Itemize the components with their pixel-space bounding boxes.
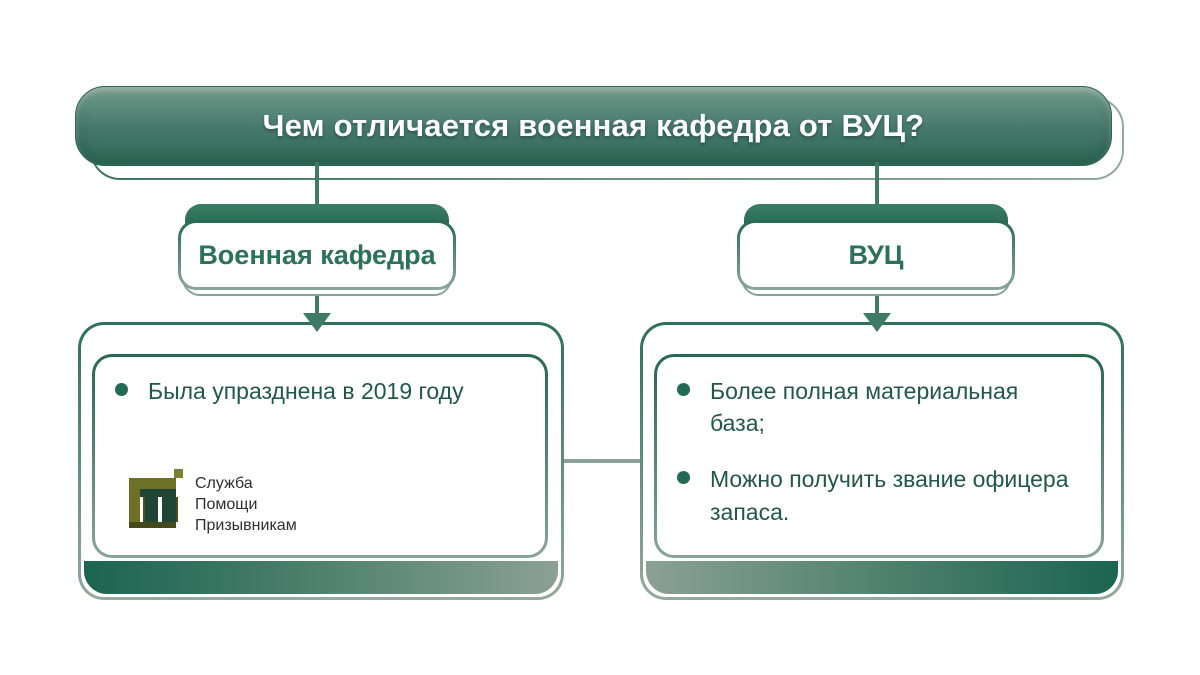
title-banner: Чем отличается военная кафедра от ВУЦ? <box>75 86 1112 166</box>
list-item: Можно получить звание офицера запаса. <box>677 463 1075 527</box>
right-arrow-shaft <box>875 294 879 316</box>
arrow-down-icon <box>863 313 891 332</box>
left-box-gradient-strip <box>84 561 558 594</box>
connector-line-right <box>875 162 879 206</box>
bullet-text: Можно получить звание офицера запаса. <box>710 466 1069 525</box>
bullet-text: Более полная материальная база; <box>710 378 1019 437</box>
list-item: Более полная материальная база; <box>677 375 1075 439</box>
list-item: Была упразднена в 2019 году <box>115 375 519 407</box>
connector-line-middle <box>556 459 642 463</box>
left-pill: Военная кафедра <box>178 220 456 290</box>
bullet-icon <box>115 383 128 396</box>
arrow-down-icon <box>303 313 331 332</box>
page-title: Чем отличается военная кафедра от ВУЦ? <box>262 108 925 143</box>
logo-text: Служба Помощи Призывникам <box>195 475 297 534</box>
bullet-icon <box>677 383 690 396</box>
connector-line-left <box>315 162 319 206</box>
left-content-card: Была упразднена в 2019 году Служба Помощ… <box>92 354 548 558</box>
right-pill-label: ВУЦ <box>848 239 904 270</box>
logo: Служба Помощи Призывникам <box>129 469 297 536</box>
left-arrow-shaft <box>315 294 319 316</box>
left-pill-label: Военная кафедра <box>198 239 436 270</box>
right-box-gradient-strip <box>646 561 1118 594</box>
right-pill: ВУЦ <box>737 220 1015 290</box>
bullet-text: Была упразднена в 2019 году <box>148 378 464 404</box>
sluzhba-pomoshchi-prizyvnikam-logo <box>129 469 183 529</box>
right-content-card: Более полная материальная база; Можно по… <box>654 354 1104 558</box>
bullet-icon <box>677 471 690 485</box>
